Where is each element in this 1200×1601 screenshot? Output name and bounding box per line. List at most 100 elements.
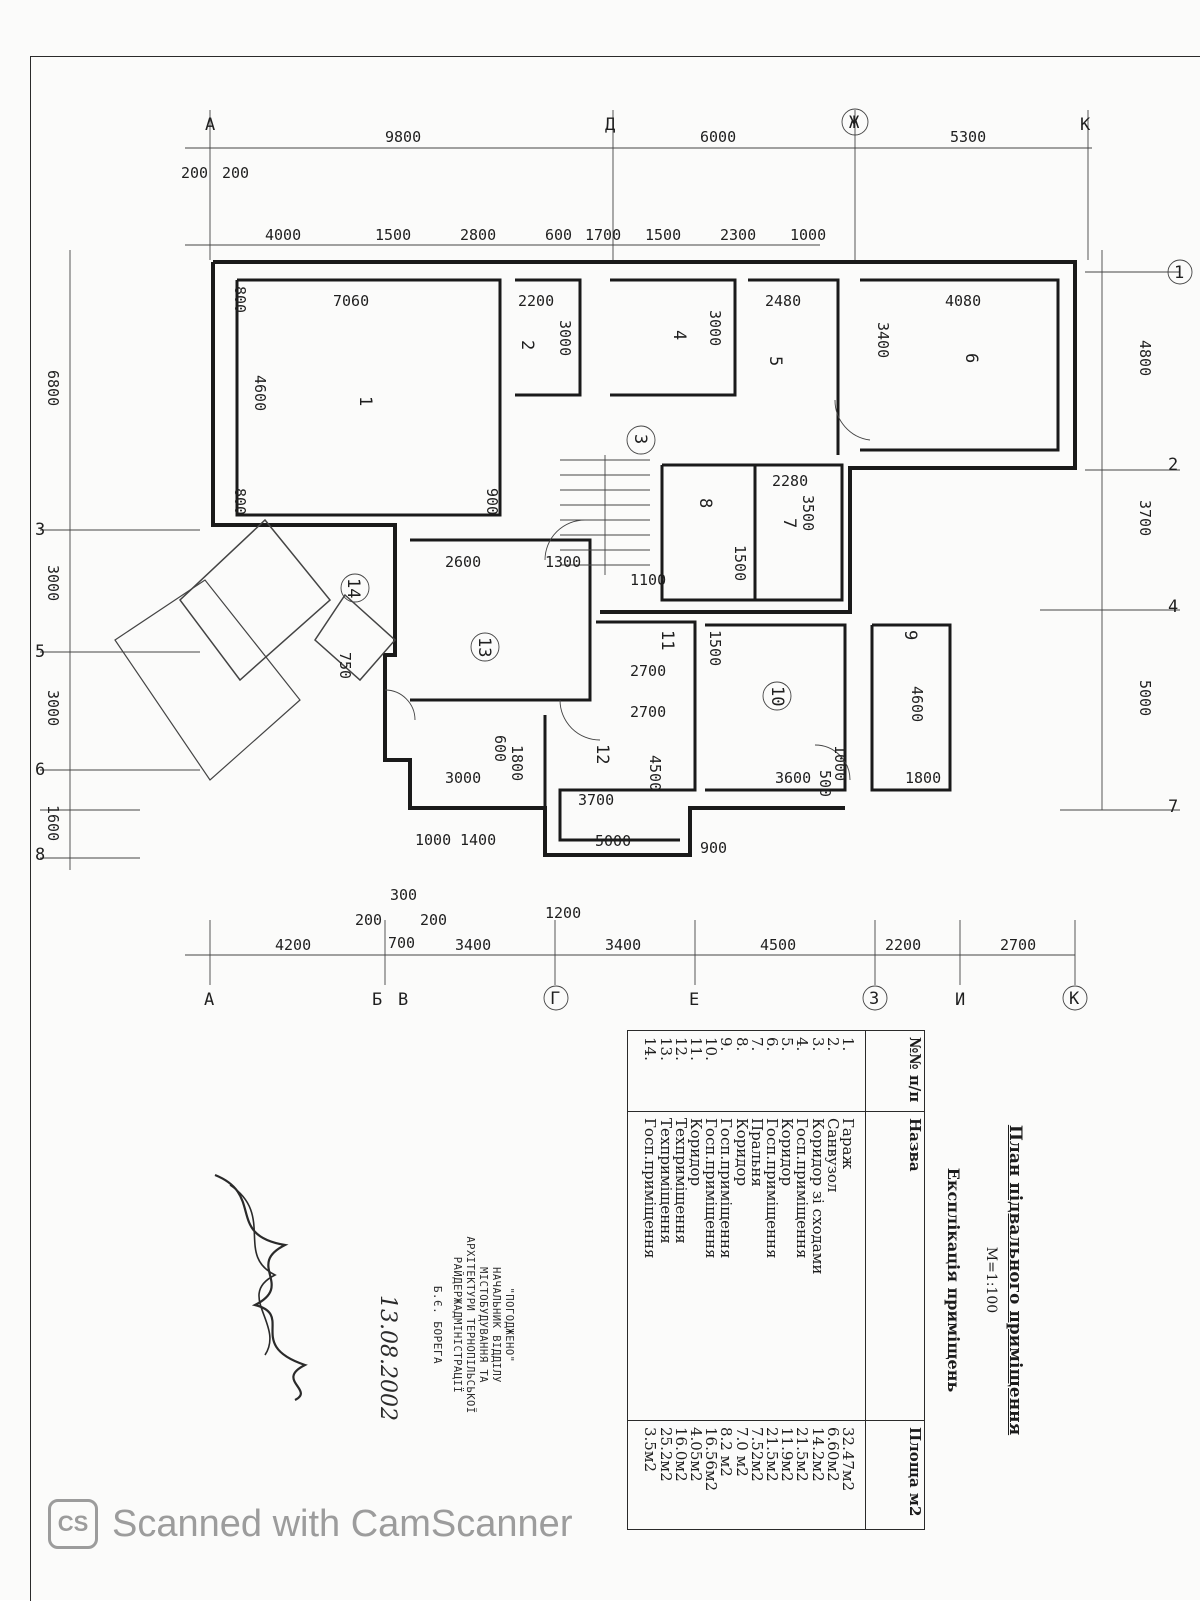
dimension-label: 2700	[630, 662, 666, 680]
dimension-label: 900	[483, 488, 501, 515]
dimension-label: 3000	[556, 320, 574, 356]
stamp-line: НАЧАЛЬНИК ВІДДІЛУ	[490, 1267, 502, 1383]
dimension-label: 5000	[595, 832, 631, 850]
dims-top: 9800 6000 5300 4000 1500 2800 600 1700 1…	[265, 128, 986, 244]
dimension-label: 4800	[1136, 340, 1154, 376]
dimension-label: 2700	[630, 703, 666, 721]
axis-label-side: 2	[1168, 455, 1178, 475]
room-number: 5	[765, 356, 785, 366]
room-area: 7.52м2	[747, 1427, 766, 1482]
room-area: 6.60м2	[823, 1427, 842, 1482]
axis-label-side: 8	[35, 845, 45, 865]
axis-label-top: Д	[605, 115, 615, 135]
dimension-label: 500	[816, 770, 834, 797]
dimension-label: 1100	[630, 571, 666, 589]
dimension-label: 1000	[415, 831, 451, 849]
dimension-label: 5000	[1136, 680, 1154, 716]
dims-left: 6800 3000 3000 1600	[44, 370, 62, 841]
axis-label-side: 7	[1168, 797, 1178, 817]
dimension-label: 600	[545, 226, 572, 244]
room-no-cell: 1. 2. 3. 4. 5. 6. 7. 8. 9. 10. 11. 12. 1…	[627, 1030, 866, 1112]
dimension-label: 3400	[605, 936, 641, 954]
plan-scale: М=1:100	[983, 1246, 999, 1314]
room-area: 3.5м2	[641, 1427, 660, 1473]
stamp-line: РАЙДЕРЖАДМІНІСТРАЦІЇ	[451, 1256, 463, 1394]
dimension-label: 2700	[1000, 936, 1036, 954]
axis-bubble	[1062, 985, 1088, 1011]
dimension-label: 900	[700, 839, 727, 857]
door-swings	[384, 399, 871, 781]
room-number: 12	[592, 744, 612, 764]
room-number: 8	[695, 498, 715, 508]
room-area: 16.0м2	[671, 1427, 690, 1482]
dimension-label: 5300	[950, 128, 986, 146]
dimension-label: 3600	[775, 769, 811, 787]
axis-label-bottom: Б	[372, 990, 382, 1010]
stamp-date: 13.08.2002	[375, 1295, 400, 1421]
room-no: 7.	[747, 1037, 766, 1052]
axis-label-side: 5	[35, 642, 45, 662]
room-no: 3.	[808, 1037, 827, 1052]
room-name: Госп.приміщення	[702, 1118, 721, 1259]
room-dims: 7060 4600 2200 3000 3000 2480 4080 3400 …	[251, 292, 981, 922]
room-name: Коридор	[732, 1118, 751, 1187]
axis-label-side: 3	[35, 520, 45, 540]
dimension-label: 200	[222, 164, 249, 182]
room-no: 4.	[793, 1037, 812, 1052]
dimension-label: 750	[336, 652, 354, 679]
dimension-label: 1800	[508, 745, 526, 781]
stamp-line: АРХІТЕКТУРИ ТЕРНОПІЛЬСЬКОЇ	[464, 1236, 476, 1414]
axis-bubble	[862, 985, 888, 1011]
rooms-table: №№ п/п Назва Площа м2 1. 2. 3. 4. 5. 6. …	[627, 1030, 925, 1530]
dimension-label: 3700	[578, 791, 614, 809]
axis-bubble	[543, 985, 569, 1011]
dimension-label: 4600	[251, 375, 269, 411]
dimension-label: 4080	[945, 292, 981, 310]
plan-title: План підвального приміщення	[1005, 1124, 1025, 1436]
dimension-label: 3400	[874, 322, 892, 358]
dimension-label: 1500	[375, 226, 411, 244]
room-area: 21.5м2	[793, 1427, 812, 1482]
dimension-label: 3400	[455, 936, 491, 954]
dimension-label: 6800	[44, 370, 62, 406]
axis-markers-top: А Д Ж К	[205, 108, 1091, 136]
dimension-label: 200	[420, 911, 447, 929]
room-no: 8.	[732, 1037, 751, 1052]
dimension-label: 4000	[265, 226, 301, 244]
room-name: Санвузол	[823, 1118, 842, 1193]
dimension-label: 4600	[908, 686, 926, 722]
column-header-no: №№ п/п	[865, 1030, 925, 1112]
dimension-label: 3000	[706, 310, 724, 346]
room-number: 7	[779, 518, 799, 528]
axis-label-bottom: Г	[550, 989, 560, 1009]
dimension-label: 2800	[460, 226, 496, 244]
dimension-label: 200	[181, 164, 208, 182]
room-number: 2	[517, 340, 537, 350]
axis-label-top: А	[205, 115, 215, 135]
dimension-label: 1500	[731, 545, 749, 581]
axis-markers-bottom: А Б В Г Е З И К	[204, 985, 1088, 1011]
room-name: Техприміщення	[671, 1118, 690, 1244]
axis-label-side: 1	[1174, 263, 1184, 283]
dimension-label: 2200	[518, 292, 554, 310]
room-number: 1	[355, 396, 375, 406]
dimension-label: 6000	[700, 128, 736, 146]
dimension-label: 800	[231, 286, 249, 313]
room-number: 13	[474, 637, 494, 657]
room-area: 8.2 м2	[717, 1427, 736, 1477]
room-area: 11.9м2	[778, 1427, 797, 1482]
room-no: 1.	[839, 1037, 857, 1052]
dimension-label: 1500	[706, 630, 724, 666]
dimension-label: 200	[355, 911, 382, 929]
axis-bubble	[841, 108, 869, 136]
dimension-label: 1200	[545, 904, 581, 922]
room-name: Гараж	[839, 1118, 857, 1170]
room-number: 11	[657, 630, 677, 650]
camscanner-watermark: CS Scanned with CamScanner	[48, 1497, 572, 1551]
room-name-cell: Гараж Санвузол Коридор зі сходами Госп.п…	[627, 1111, 866, 1421]
room-name: Коридор	[686, 1118, 705, 1187]
column-header-name: Назва	[865, 1111, 925, 1421]
dimension-label: 3500	[799, 495, 817, 531]
room-no: 11.	[686, 1037, 705, 1061]
axis-label-bottom: А	[204, 990, 214, 1010]
